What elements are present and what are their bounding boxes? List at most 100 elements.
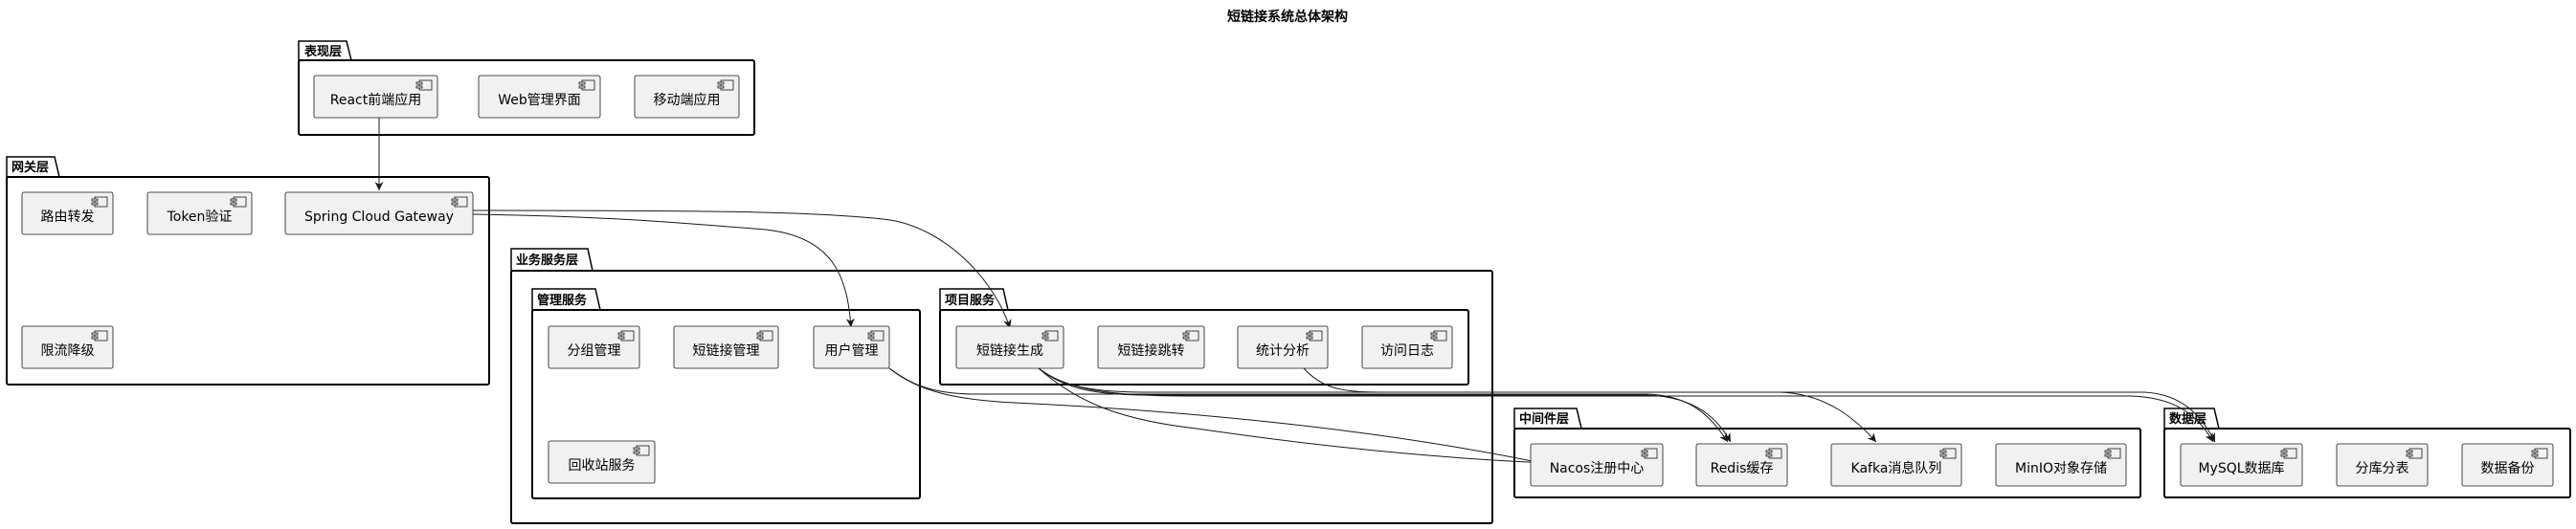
- component-log: 访问日志: [1361, 325, 1453, 369]
- package-title: 网关层: [11, 160, 49, 175]
- component-minio: MinIO对象存储: [1995, 443, 2127, 487]
- uml-component-icon: [867, 330, 885, 342]
- uml-component-icon: [451, 196, 468, 208]
- edge-gen-to-nacos: [1038, 367, 1552, 468]
- component-label: Token验证: [167, 209, 233, 225]
- package-presentation: 表现层: [298, 40, 755, 136]
- component-box: [2336, 443, 2429, 487]
- component-label: MySQL数据库: [2198, 461, 2284, 476]
- component-box: [1530, 443, 1664, 487]
- uml-component-icon: [578, 79, 595, 91]
- component-label: Nacos注册中心: [1550, 461, 1645, 476]
- component-label: 短链接生成: [976, 342, 1043, 359]
- component-label: 短链接管理: [693, 342, 760, 359]
- component-label: 访问日志: [1380, 343, 1434, 359]
- component-label: 路由转发: [41, 209, 95, 225]
- package-title: 表现层: [303, 44, 342, 59]
- component-box: [313, 75, 438, 119]
- uml-component-icon: [1641, 448, 1658, 459]
- component-box: [1995, 443, 2127, 487]
- component-box: [548, 440, 656, 484]
- component-redis: Redis缓存: [1695, 443, 1788, 487]
- component-label: 限流降级: [41, 343, 95, 359]
- component-label: 分组管理: [568, 343, 621, 359]
- uml-component-icon: [2406, 448, 2423, 459]
- component-mysql: MySQL数据库: [2180, 443, 2303, 487]
- uml-component-icon: [1765, 448, 1782, 459]
- package-title: 管理服务: [537, 293, 588, 308]
- uml-component-icon: [2280, 448, 2297, 459]
- component-label: 移动端应用: [654, 92, 721, 108]
- package-project: 项目服务: [939, 288, 1469, 386]
- component-limit: 限流降级: [21, 325, 114, 369]
- package-title: 中间件层: [1519, 411, 1569, 427]
- component-recycle: 回收站服务: [548, 440, 656, 484]
- component-box: [548, 325, 640, 369]
- component-linkmgr: 短链接管理: [673, 325, 779, 369]
- component-box: [21, 191, 114, 235]
- edges: [374, 118, 2216, 468]
- component-token: Token验证: [146, 191, 253, 235]
- uml-component-icon: [1042, 330, 1059, 342]
- edge-user-to-redis: [888, 367, 1729, 443]
- component-route: 路由转发: [21, 191, 114, 235]
- component-web: Web管理界面: [478, 75, 601, 119]
- component-label: Spring Cloud Gateway: [304, 209, 454, 225]
- uml-component-icon: [415, 79, 433, 91]
- component-box: [284, 191, 474, 235]
- uml-component-icon: [617, 330, 635, 342]
- component-label: 数据备份: [2481, 460, 2535, 476]
- component-box: [1361, 325, 1453, 369]
- uml-component-icon: [91, 330, 108, 342]
- component-backup: 数据备份: [2461, 443, 2554, 487]
- component-label: Redis缓存: [1711, 461, 1774, 476]
- component-label: Kafka消息队列: [1851, 460, 1942, 476]
- component-box: [478, 75, 601, 119]
- component-label: 短链接跳转: [1118, 342, 1185, 359]
- uml-component-icon: [1430, 330, 1447, 342]
- package-gateway: 网关层: [6, 156, 490, 386]
- edge-gen-to-redis: [1038, 367, 1732, 443]
- uml-component-icon: [1182, 330, 1199, 342]
- edge-gateway-to-gen: [472, 209, 1012, 329]
- component-group: 分组管理: [548, 325, 640, 369]
- component-label: Web管理界面: [498, 93, 581, 108]
- uml-component-icon: [1306, 330, 1323, 342]
- component-box: [673, 325, 779, 369]
- component-box: [1097, 325, 1205, 369]
- component-shard: 分库分表: [2336, 443, 2429, 487]
- uml-component-icon: [717, 79, 734, 91]
- component-box: [146, 191, 253, 235]
- uml-component-icon: [633, 445, 650, 456]
- component-label: 统计分析: [1256, 343, 1310, 359]
- component-label: 分库分表: [2356, 461, 2409, 476]
- component-box: [1830, 443, 1962, 487]
- component-label: 回收站服务: [569, 458, 636, 474]
- component-user: 用户管理: [813, 325, 890, 369]
- diagram-title: 短链接系统总体架构: [1227, 9, 1348, 25]
- edge-gen-to-kafka: [1038, 367, 1877, 443]
- component-react: React前端应用: [313, 75, 438, 119]
- component-label: React前端应用: [330, 92, 421, 108]
- package-admin: 管理服务: [531, 288, 921, 499]
- package-business: 业务服务层: [510, 248, 1493, 524]
- uml-component-icon: [230, 196, 247, 208]
- component-box: [2180, 443, 2303, 487]
- component-box: [955, 325, 1064, 369]
- edge-gen-to-mysql: [1038, 367, 2214, 443]
- component-jump: 短链接跳转: [1097, 325, 1205, 369]
- component-box: [1237, 325, 1329, 369]
- component-mobile: 移动端应用: [634, 75, 740, 119]
- component-box: [2461, 443, 2554, 487]
- component-scg: Spring Cloud Gateway: [284, 191, 474, 235]
- component-nacos: Nacos注册中心: [1530, 443, 1664, 487]
- component-label: MinIO对象存储: [2015, 461, 2107, 476]
- edge-user-to-nacos: [888, 367, 1552, 468]
- component-gen: 短链接生成: [955, 325, 1064, 369]
- package-title: 项目服务: [945, 293, 996, 308]
- component-box: [1695, 443, 1788, 487]
- package-middleware: 中间件层: [1513, 408, 2141, 498]
